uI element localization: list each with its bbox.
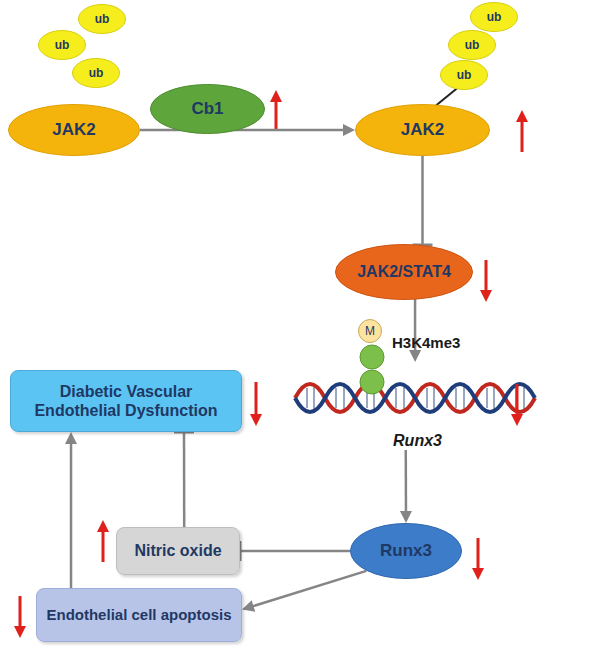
inhibition-connector: [240, 541, 350, 561]
increase-arrow: [102, 526, 105, 562]
node-text: M: [365, 324, 375, 338]
arrow-connector: [65, 432, 77, 588]
histone-bead: [360, 370, 384, 394]
node-text: ub: [451, 68, 478, 82]
node-text: ub: [481, 10, 508, 24]
protein-ellipse: JAK2: [355, 104, 490, 156]
arrow-connector: [400, 450, 412, 523]
inhibition-connector: [174, 432, 194, 527]
inhibition-connector: [412, 156, 432, 245]
ubiquitin-ellipse: ub: [448, 30, 496, 60]
arrow-connector: [436, 89, 457, 106]
protein-ellipse: Cb1: [150, 84, 265, 134]
decrease-arrow: [255, 382, 258, 420]
decrease-arrow: [477, 538, 480, 574]
node-text: JAK2: [46, 120, 101, 140]
node-text: Runx3: [374, 541, 438, 561]
node-text: JAK2/STAT4: [351, 262, 457, 281]
outcome-box: Diabetic Vascular Endothelial Dysfunctio…: [10, 370, 242, 432]
histone-bead: [360, 345, 384, 369]
decrease-arrow: [516, 384, 519, 420]
increase-arrow: [521, 116, 524, 152]
protein-ellipse: Runx3: [350, 523, 462, 579]
node-text: JAK2: [395, 120, 450, 140]
process-box: Endothelial cell apoptosis: [36, 588, 242, 642]
node-text: Endothelial cell apoptosis: [40, 606, 237, 624]
decrease-arrow: [485, 260, 488, 296]
node-text: ub: [49, 38, 76, 52]
ubiquitin-ellipse: ub: [78, 4, 126, 34]
ubiquitin-ellipse: ub: [440, 60, 488, 90]
node-text: ub: [83, 66, 110, 80]
ubiquitin-ellipse: ub: [38, 30, 86, 60]
dna-helix: [295, 384, 535, 412]
node-text: Nitric oxide: [128, 541, 227, 560]
node-text: ub: [459, 38, 486, 52]
molecule-box: Nitric oxide: [116, 527, 240, 575]
annotation-label: H3K4me3: [392, 334, 460, 351]
node-text: Cb1: [185, 99, 229, 119]
complex-ellipse: JAK2/STAT4: [335, 244, 473, 300]
ubiquitin-ellipse: ub: [470, 2, 518, 32]
node-text: Runx3: [387, 431, 448, 450]
ubiquitin-ellipse: ub: [72, 58, 120, 88]
increase-arrow: [275, 96, 278, 130]
arrow-connector: [242, 571, 366, 612]
decrease-arrow: [19, 596, 22, 632]
node-text: Diabetic Vascular Endothelial Dysfunctio…: [11, 382, 241, 420]
methyl-mark: M: [358, 319, 382, 343]
protein-ellipse: JAK2: [8, 104, 140, 156]
gene-node: Runx3: [300, 362, 535, 450]
node-text: ub: [89, 12, 116, 26]
arrow-connector: [409, 299, 421, 362]
